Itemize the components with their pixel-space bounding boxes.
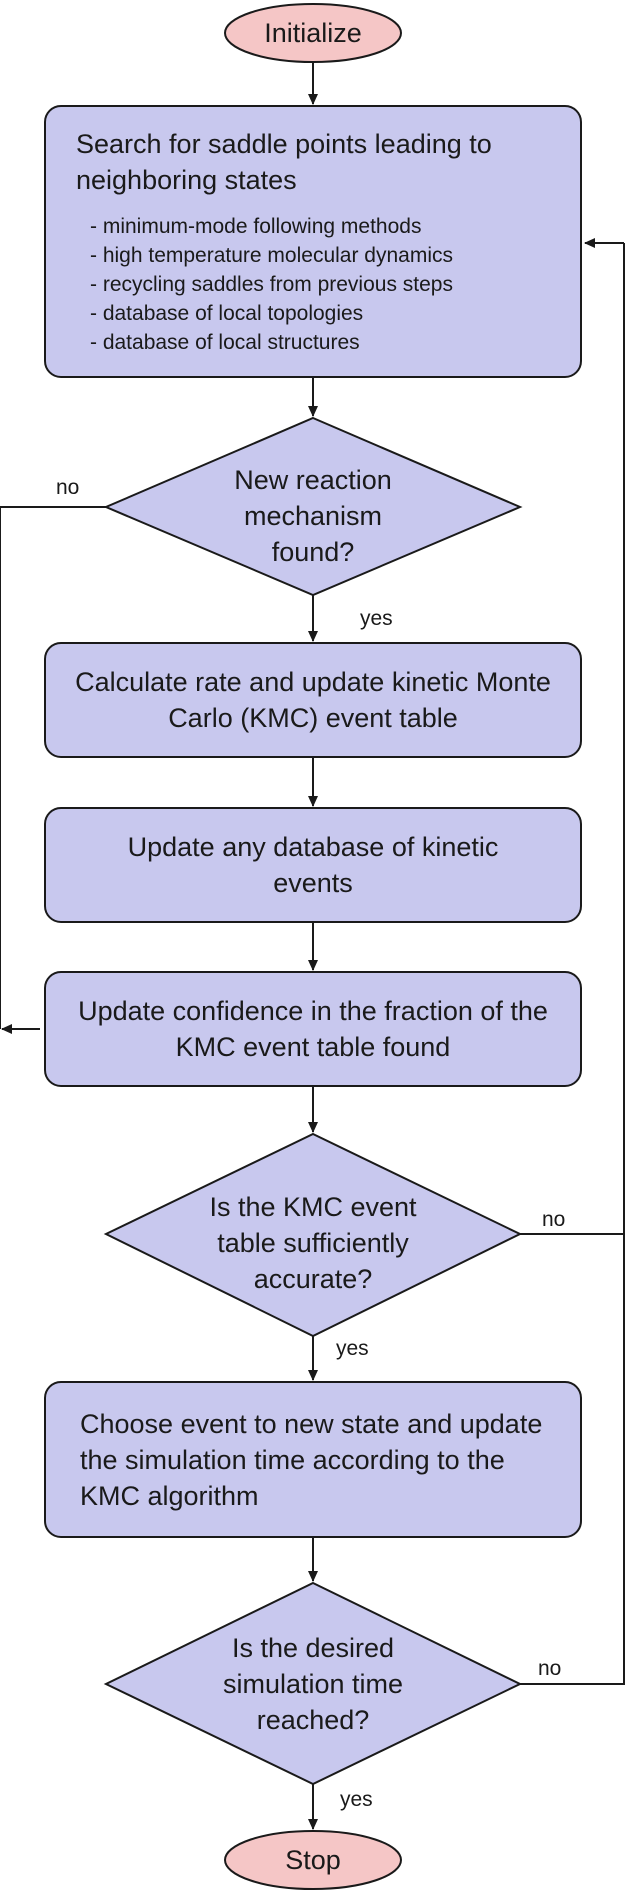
edge-label-yes: yes (336, 1337, 369, 1360)
arrow-decision1-no (0, 506, 106, 1029)
stop-label: Stop (285, 1845, 341, 1875)
start-label: Initialize (264, 18, 362, 48)
update-confidence-text: Update confidence in the fraction of the… (78, 996, 548, 1062)
edge-label-no: no (538, 1657, 562, 1680)
new-mechanism-question: New reaction mechanism found? (234, 465, 392, 567)
edge-label-yes: yes (340, 1788, 373, 1811)
search-method-item: recycling saddles from previous steps (90, 270, 570, 299)
arrow-decision3-no (520, 243, 625, 1685)
choose-event-text: Choose event to new state and update the… (80, 1409, 543, 1511)
table-accurate-question: Is the KMC event table sufficiently accu… (209, 1192, 417, 1294)
edge-label-no: no (56, 476, 80, 499)
search-method-list: minimum-mode following methods high temp… (90, 212, 570, 357)
search-method-item: high temperature molecular dynamics (90, 241, 570, 270)
calculate-rate-text: Calculate rate and update kinetic Monte … (75, 667, 551, 733)
time-reached-question: Is the desired simulation time reached? (222, 1633, 404, 1735)
search-method-item: minimum-mode following methods (90, 212, 570, 241)
update-database-text: Update any database of kinetic events (127, 832, 499, 898)
edge-label-yes: yes (360, 607, 393, 630)
stop-terminal (224, 1830, 402, 1890)
search-step-title: Search for saddle points leading to neig… (76, 129, 492, 195)
edge-label-no: no (542, 1208, 566, 1231)
search-method-item: database of local structures (90, 328, 570, 357)
search-method-item: database of local topologies (90, 299, 570, 328)
